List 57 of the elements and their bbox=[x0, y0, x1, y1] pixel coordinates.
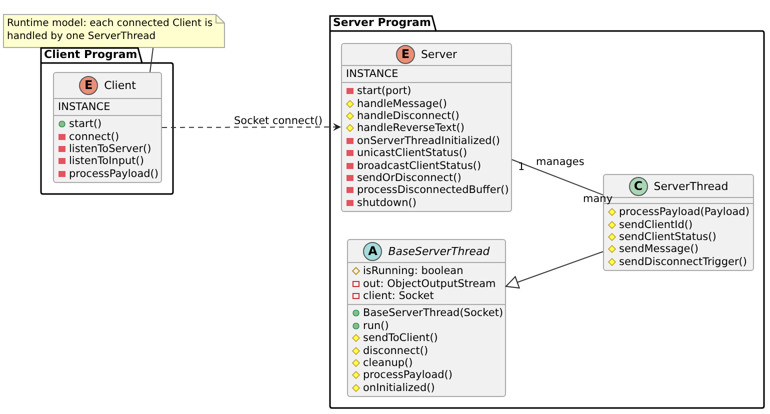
method-text: connect() bbox=[69, 130, 120, 143]
edge-label: Socket connect() bbox=[233, 115, 324, 127]
package-frame bbox=[329, 15, 765, 409]
class-box bbox=[341, 43, 512, 212]
attribute-text: INSTANCE bbox=[58, 100, 110, 113]
association-line bbox=[512, 159, 604, 196]
package-title: Server Program bbox=[333, 16, 431, 29]
method-text: sendOrDisconnect() bbox=[357, 172, 462, 184]
note-connector bbox=[150, 48, 154, 72]
method-text: listenToServer() bbox=[69, 143, 152, 156]
stereotype-badge: A bbox=[363, 242, 382, 261]
method-text: sendClientId() bbox=[619, 218, 693, 231]
method-text: handleMessage() bbox=[357, 98, 447, 110]
method-text: start(port) bbox=[357, 85, 412, 98]
class-box bbox=[53, 72, 162, 183]
class-name: Client bbox=[104, 78, 136, 92]
class-name: ServerThread bbox=[654, 180, 728, 193]
method-text: start() bbox=[69, 118, 102, 130]
stereotype-badge: E bbox=[79, 76, 98, 95]
multiplicity-label: many bbox=[582, 193, 614, 205]
dependency-arrow bbox=[162, 123, 342, 132]
method-text: sendDisconnectTrigger() bbox=[619, 256, 747, 268]
attribute-text: client: Socket bbox=[363, 290, 434, 302]
method-text: sendMessage() bbox=[619, 243, 698, 256]
inheritance-arrow bbox=[506, 251, 604, 288]
method-text: processPayload() bbox=[69, 168, 158, 180]
class-name: Server bbox=[420, 48, 458, 61]
method-text: processPayload(Payload) bbox=[619, 206, 750, 218]
method-text: unicastClientStatus() bbox=[357, 147, 468, 160]
method-text: handleReverseText() bbox=[357, 122, 464, 134]
package-title: Client Program bbox=[44, 48, 138, 61]
package-frame bbox=[40, 47, 174, 195]
method-text: sendToClient() bbox=[363, 332, 438, 344]
stereotype-badge: E bbox=[396, 44, 415, 64]
class-box bbox=[347, 239, 506, 397]
attribute-text: isRunning: boolean bbox=[363, 265, 464, 278]
method-text: BaseServerThread(Socket) bbox=[363, 307, 504, 320]
multiplicity-label: 1 bbox=[517, 161, 526, 173]
method-text: cleanup() bbox=[363, 357, 413, 370]
note-text: Runtime model: each connected Client is handled by one ServerThread bbox=[6, 17, 214, 44]
attribute-text: out: ObjectOutputStream bbox=[363, 278, 496, 290]
stereotype-badge: C bbox=[628, 176, 648, 196]
method-text: processDisconnectedBuffer() bbox=[357, 184, 509, 196]
method-text: run() bbox=[363, 320, 389, 332]
method-text: onInitialized() bbox=[363, 382, 435, 394]
class-name: BaseServerThread bbox=[388, 244, 490, 258]
note bbox=[3, 14, 225, 48]
method-text: onServerThreadInitialized() bbox=[357, 134, 500, 147]
method-text: handleDisconnect() bbox=[357, 110, 460, 122]
method-text: processPayload() bbox=[363, 369, 452, 382]
method-text: shutdown() bbox=[357, 196, 416, 209]
method-text: sendClientStatus() bbox=[619, 231, 716, 244]
method-text: disconnect() bbox=[363, 344, 428, 357]
method-text: broadcastClientStatus() bbox=[357, 160, 482, 172]
edge-label: manages bbox=[535, 156, 586, 168]
attribute-text: INSTANCE bbox=[346, 68, 398, 80]
method-text: listenToInput() bbox=[69, 155, 144, 168]
